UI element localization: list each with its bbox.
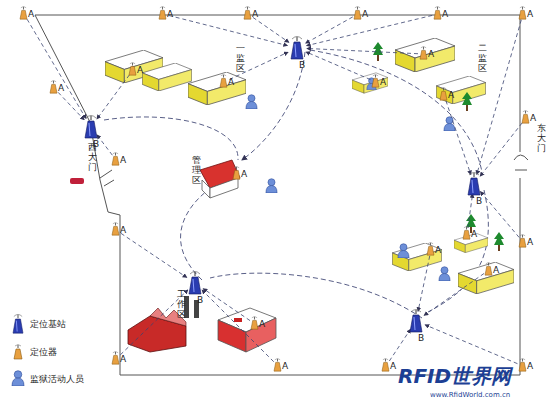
locator-label: A: [527, 362, 533, 371]
base-station-label: B: [197, 296, 203, 305]
base-station-label: B: [418, 334, 424, 343]
signal-arrow: [477, 20, 522, 175]
locator-label: A: [493, 266, 499, 275]
locator-icon: [519, 234, 526, 247]
watermark-url: www.RfidWorld.com.cn: [430, 392, 510, 399]
area-label: 东大门: [537, 124, 546, 154]
locator-label: A: [442, 10, 448, 19]
locator-icon: [420, 46, 427, 59]
locator-icon: [434, 6, 441, 19]
locator-label: A: [167, 10, 173, 19]
locator-icon: [372, 74, 379, 87]
locator-label: A: [448, 91, 454, 100]
signal-arrow: [425, 325, 517, 364]
base-station-icon: [189, 272, 201, 295]
locator-label: A: [241, 170, 247, 179]
signal-arrow: [202, 290, 274, 362]
signal-arrow: [120, 290, 187, 355]
locator-label: A: [137, 66, 143, 75]
locator-label: A: [282, 362, 288, 371]
locator-label: A: [390, 362, 396, 371]
signal-arrow: [97, 75, 130, 119]
signal-arrow: [27, 19, 86, 118]
locator-label: A: [527, 238, 533, 247]
locator-icon: [159, 6, 166, 19]
base-station-icon: [468, 173, 480, 196]
locator-icon: [129, 62, 136, 75]
signal-arrow: [424, 273, 484, 315]
legend-text: 定位器: [30, 348, 57, 357]
locator-icon: [274, 358, 281, 371]
locator-icon: [354, 6, 361, 19]
signal-arrow: [169, 15, 287, 45]
locator-icon: [20, 6, 27, 19]
signal-arrow: [446, 101, 471, 175]
base-station-label: B: [299, 61, 305, 70]
signal-arrow: [306, 17, 353, 43]
base-station-icon: [291, 37, 303, 60]
locator-label: A: [252, 10, 258, 19]
locator-icon: [50, 80, 57, 93]
locator-icon: [519, 358, 526, 371]
area-label: 管理区: [192, 156, 201, 186]
area-label: 工作区: [177, 290, 186, 320]
locator-icon: [382, 358, 389, 371]
signal-arrow: [468, 194, 473, 228]
locator-icon: [233, 166, 240, 179]
locator-icon: [463, 226, 470, 239]
area-label: 一监区: [236, 44, 245, 74]
base-station-icon: [85, 116, 97, 139]
locator-label: A: [28, 10, 34, 19]
signal-arrow: [203, 289, 250, 321]
locator-label: A: [471, 230, 477, 239]
locator-label: A: [527, 10, 533, 19]
base-station-label: B: [93, 140, 99, 149]
locator-icon: [522, 110, 529, 123]
signal-arrow: [97, 135, 112, 155]
locator-label: A: [120, 226, 126, 235]
signal-arrow: [418, 256, 430, 311]
signal-arrow: [480, 192, 519, 238]
signal-arrow: [306, 52, 370, 80]
locator-icon: [112, 351, 119, 364]
locator-label: A: [228, 78, 234, 87]
locator-label: A: [259, 320, 265, 329]
legend-text: 监狱活动人员: [30, 375, 84, 384]
area-label: 二监区: [478, 44, 487, 74]
base-station-icon: [410, 310, 422, 333]
signal-arrow: [389, 329, 410, 361]
signal-arrow: [58, 92, 84, 119]
locator-icon: [485, 262, 492, 275]
base-station-label: B: [476, 197, 482, 206]
signal-arrow: [307, 48, 418, 53]
locator-label: A: [530, 114, 536, 123]
locator-label: A: [435, 246, 441, 255]
locator-label: A: [362, 10, 368, 19]
signal-arrow: [121, 233, 187, 277]
legend-text: 定位基站: [30, 320, 66, 329]
locator-icon: [251, 316, 258, 329]
locator-icon: [427, 242, 434, 255]
locator-label: A: [428, 50, 434, 59]
locator-icon: [220, 74, 227, 87]
locator-icon: [112, 152, 119, 165]
locator-label: A: [120, 355, 126, 364]
signal-arrow: [307, 15, 432, 45]
locator-icon: [112, 222, 119, 235]
locator-label: A: [380, 78, 386, 87]
locator-label: A: [58, 84, 64, 93]
locator-icon: [244, 6, 251, 19]
locator-icon: [440, 87, 447, 100]
watermark: RFID世界网: [398, 366, 511, 386]
locator-icon: [519, 6, 526, 19]
locator-label: A: [120, 156, 126, 165]
signal-arrow: [480, 123, 522, 176]
